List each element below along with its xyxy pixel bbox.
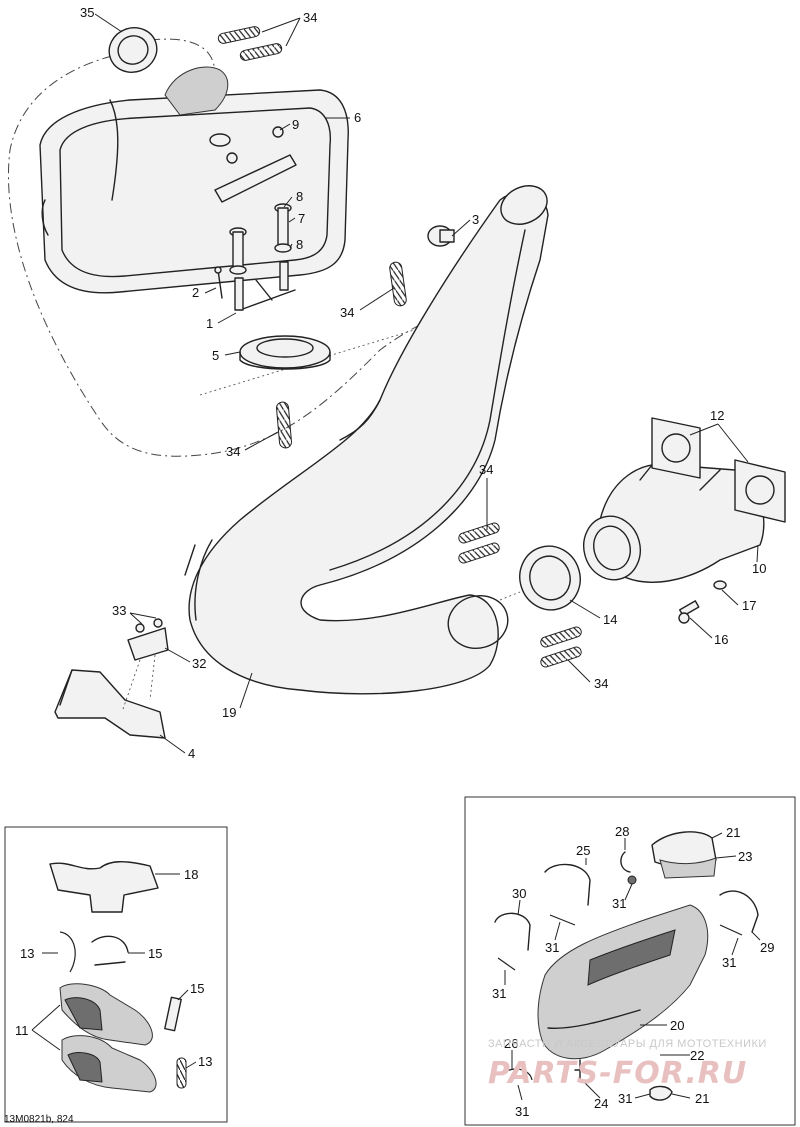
callout-31-e: 31	[515, 1104, 529, 1119]
seal-ring	[519, 545, 581, 611]
silencer-20	[537, 904, 709, 1060]
exhaust-gasket-ring	[108, 27, 158, 73]
bolt-plate	[234, 261, 296, 311]
tuned-pipe	[184, 185, 549, 695]
callout-2: 2	[192, 285, 199, 300]
callout-22: 22	[690, 1048, 704, 1063]
callout-14: 14	[603, 612, 617, 627]
band-clamp-29	[719, 890, 759, 936]
spring-pair-bottom	[540, 626, 582, 668]
callout-8-lower: 8	[296, 237, 303, 252]
rubber-grommet	[239, 335, 331, 370]
screw-pin	[214, 266, 223, 299]
callout-30: 30	[512, 886, 526, 901]
callout-34: 34	[303, 10, 317, 25]
callout-21-lower: 21	[695, 1091, 709, 1106]
spring-pair-top	[217, 26, 283, 61]
callout-25: 25	[576, 843, 590, 858]
callout-1: 1	[206, 316, 213, 331]
retaining-clip-15-bottom	[164, 996, 182, 1032]
alignment-line-manifold	[499, 591, 521, 601]
drawing-code: 13M0821b, 824	[4, 1114, 74, 1125]
callout-24: 24	[594, 1096, 608, 1111]
spring-pair-pipe	[458, 522, 500, 564]
callout-8: 8	[296, 189, 303, 204]
callout-7: 7	[298, 211, 305, 226]
alignment-line-pipe	[199, 309, 481, 396]
support-bracket	[54, 669, 166, 739]
detail-box-left	[4, 826, 228, 1123]
detail-box-right	[464, 796, 796, 1126]
callout-11: 11	[15, 1023, 29, 1038]
callout-29: 29	[760, 940, 774, 955]
heat-shield-21-top	[651, 831, 717, 879]
callout-13: 13	[20, 946, 34, 961]
watermark-caption: ЗАПЧАСТИ И АКСЕССУАРЫ ДЛЯ МОТОТЕХНИКИ	[488, 1038, 767, 1050]
callout-12: 12	[710, 408, 724, 423]
spring-single-low	[276, 401, 292, 449]
callout-31-f: 31	[618, 1091, 632, 1106]
leader-lines	[31, 13, 761, 1101]
phantom-outline	[7, 55, 501, 457]
spring-single-mid	[389, 261, 407, 307]
callout-15-lower: 15	[190, 981, 204, 996]
manifold-gasket-1	[651, 417, 701, 479]
callout-13-lower: 13	[198, 1054, 212, 1069]
watermark-logo-text: PARTS-FOR.RU	[488, 1056, 747, 1091]
washer	[713, 580, 727, 590]
callout-10: 10	[752, 561, 766, 576]
rubber-mount	[427, 225, 455, 247]
callout-34-mid: 34	[340, 305, 354, 320]
bracket-guide	[121, 654, 156, 713]
rivets	[135, 618, 163, 633]
callout-9: 9	[292, 117, 299, 132]
band-clamp-25	[544, 863, 591, 926]
mounting-bracket	[214, 126, 297, 203]
callout-26: 26	[504, 1036, 518, 1051]
callout-labels: 35 34 6 9 8 7 8 3 2 34 1 5 34 12 34 10 1…	[15, 5, 774, 1119]
clamp-21-bottom	[649, 1085, 673, 1101]
callout-6: 6	[354, 110, 361, 125]
clamp-28	[620, 851, 637, 885]
callout-4: 4	[188, 746, 195, 761]
watermark: ЗАПЧАСТИ И АКСЕССУАРЫ ДЛЯ МОТОТЕХНИКИ PA…	[488, 1038, 767, 1091]
callout-32: 32	[192, 656, 206, 671]
heat-shield-18	[49, 861, 159, 913]
callout-21: 21	[726, 825, 740, 840]
band-clamp-30	[494, 912, 531, 971]
muffler	[39, 66, 349, 294]
callout-5: 5	[212, 348, 219, 363]
callout-16: 16	[714, 632, 728, 647]
callout-18: 18	[184, 867, 198, 882]
callout-31-b: 31	[545, 940, 559, 955]
callout-23: 23	[738, 849, 752, 864]
callout-31-c: 31	[722, 955, 736, 970]
grommet-stack-left	[229, 227, 247, 275]
screw	[678, 600, 700, 624]
callout-31-d: 31	[492, 986, 506, 1001]
callout-15: 15	[148, 946, 162, 961]
callout-28: 28	[615, 824, 629, 839]
retaining-clip-15-top	[91, 935, 129, 966]
callout-3: 3	[472, 212, 479, 227]
callout-34-bottom: 34	[594, 676, 608, 691]
bracket-24	[574, 1059, 586, 1081]
callout-17: 17	[742, 598, 756, 613]
callout-20: 20	[670, 1018, 684, 1033]
callout-33: 33	[112, 603, 126, 618]
spring-clip-13-bottom	[176, 1057, 187, 1089]
manifold-gasket-2	[734, 459, 786, 523]
callout-34-low: 34	[226, 444, 240, 459]
exhaust-elbow-11	[59, 983, 157, 1093]
spring-clip-26	[501, 1068, 533, 1081]
spring-clip-13-top	[59, 931, 76, 973]
callout-34-pipe: 34	[479, 462, 493, 477]
callout-19: 19	[222, 705, 236, 720]
callout-31-a: 31	[612, 896, 626, 911]
grommet-stack-right	[274, 203, 292, 253]
callout-35: 35	[80, 5, 94, 20]
hook-plate	[127, 627, 169, 661]
